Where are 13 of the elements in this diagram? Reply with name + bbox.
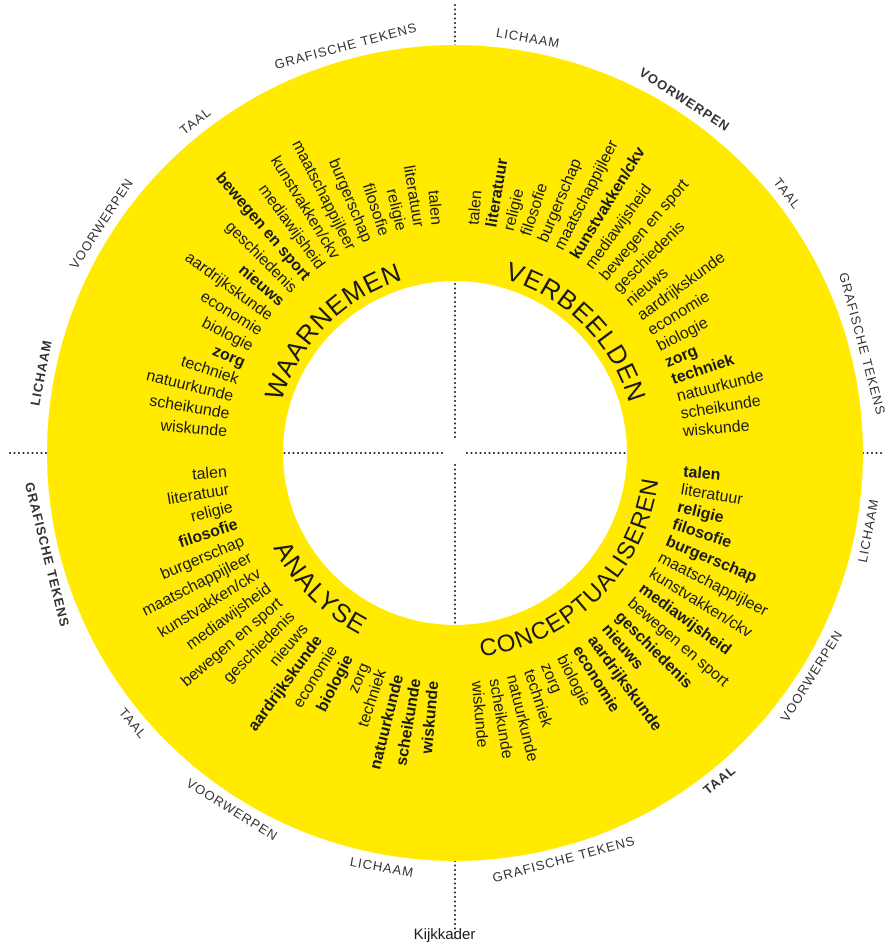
subject-label: wiskunde: [160, 418, 228, 442]
mode-label: LICHAAM: [348, 854, 416, 880]
subject-label: talen: [682, 464, 722, 484]
mode-label: LICHAAM: [494, 26, 562, 52]
subject-label: wiskunde: [420, 680, 444, 754]
subject-label: talen: [466, 190, 486, 226]
subject-label: wiskunde: [466, 680, 490, 748]
subject-label: wiskunde: [682, 418, 750, 442]
caption: Kijkkader: [412, 926, 476, 943]
mode-label: LICHAAM: [28, 338, 56, 407]
subject-label: talen: [192, 464, 228, 484]
mode-label: LICHAAM: [856, 497, 882, 564]
subject-label: talen: [424, 190, 444, 226]
